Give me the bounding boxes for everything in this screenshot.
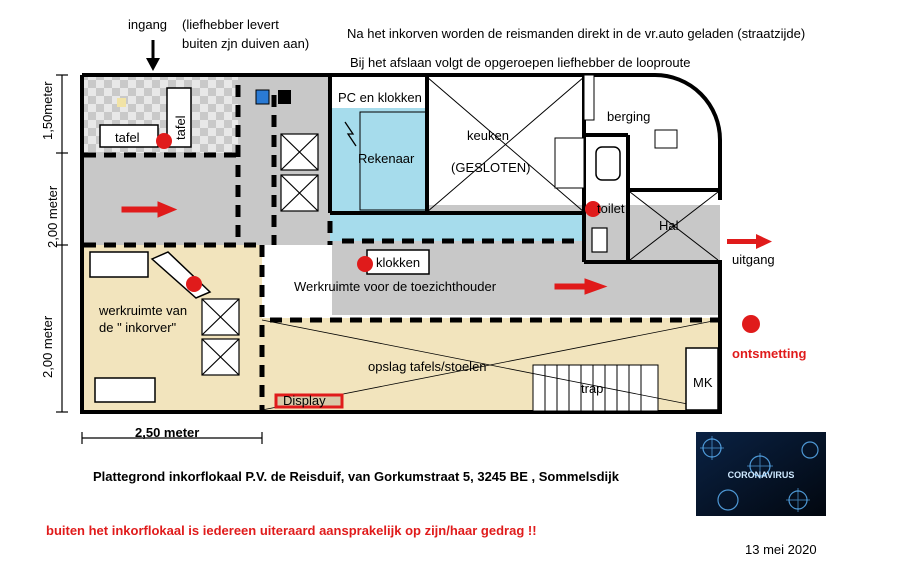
ingang-label: ingang [128, 17, 167, 32]
footer-warning: buiten het inkorflokaal is iedereen uite… [46, 523, 537, 538]
label-keuken: keuken [467, 128, 509, 143]
label-display: Display [283, 393, 326, 408]
marker-tafel [156, 133, 172, 149]
dimension-lines [56, 74, 263, 444]
blue-square [255, 89, 270, 105]
kitchen-door-strip [583, 74, 595, 121]
dimension-label-2: 2,00 meter [45, 185, 60, 248]
rekenaar-desk [359, 111, 427, 211]
marker-workroom [186, 276, 202, 292]
walls [80, 73, 722, 414]
outer-wall [80, 75, 722, 414]
label-mk: MK [693, 375, 713, 390]
route-arrows [121, 201, 608, 295]
label-hal: Hal [659, 218, 679, 233]
dimension-label-1: 1,50meter [40, 81, 55, 140]
keuken-cross [426, 76, 585, 213]
corona-caption: CORONAVIRUS [728, 470, 795, 480]
blue-strip [330, 211, 584, 241]
staircase [532, 364, 659, 412]
hal-cross [629, 191, 719, 261]
marker-ontsmetting [742, 315, 760, 333]
label-rekenaar: Rekenaar [358, 151, 415, 166]
klokken-table [366, 249, 430, 275]
arrow-right-2 [554, 278, 608, 295]
mk-cabinet [685, 347, 719, 411]
dashed-boundaries [84, 85, 718, 410]
dimension-label-4: 2,50 meter [135, 425, 199, 440]
kitchen-unit [554, 137, 585, 189]
label-tafel-2: tafel [173, 115, 188, 140]
uitgang-arrow-icon [727, 234, 772, 249]
table-workroom-2 [94, 377, 156, 403]
footer-date: 13 mei 2020 [745, 542, 817, 557]
blue-room-rekenaar [330, 108, 427, 211]
berging-box [654, 129, 678, 149]
label-pc-klokken: PC en klokken [338, 90, 422, 105]
footer-title: Plattegrond inkorflokaal P.V. de Reisdui… [93, 469, 620, 484]
label-klokken: klokken [376, 255, 420, 270]
label-werkruimte-inkorver-2: de " inkorver" [99, 320, 177, 335]
lightning-icon [344, 121, 357, 147]
label-werkruimte-inkorver-1: werkruimte van [98, 303, 187, 318]
label-werkruimte-toezicht: Werkruimte voor de toezichthouder [294, 279, 497, 294]
top-wall [82, 73, 722, 195]
ingang-arrow-icon [146, 40, 160, 71]
note-line-2: Bij het afslaan volgt de opgeroepen lief… [350, 55, 690, 70]
label-opslag: opslag tafels/stoelen [368, 359, 487, 374]
label-toilet: toilet [597, 201, 625, 216]
ingang-note-line-2: buiten zjn duiven aan) [182, 36, 309, 51]
ingang-note-line-1: (liefhebber levert [182, 17, 279, 32]
table-workroom-1 [89, 251, 149, 278]
coronavirus-image: CORONAVIRUS [696, 432, 826, 516]
arrow-right-1 [121, 201, 178, 218]
label-gesloten: (GESLOTEN) [451, 160, 530, 175]
label-ontsmetting: ontsmetting [732, 346, 806, 361]
toilet-bowl [595, 146, 621, 181]
dimension-label-3: 2,00 meter [40, 315, 55, 378]
toilet-sink [591, 227, 608, 253]
marker-toilet [585, 201, 601, 217]
label-berging: berging [607, 109, 650, 124]
red-markers [156, 133, 760, 333]
black-square [278, 90, 291, 104]
crate-boxes [201, 133, 319, 376]
label-uitgang: uitgang [732, 252, 775, 267]
note-line-1: Na het inkorven worden de reismanden dir… [347, 26, 805, 41]
small-yellow-tile [117, 98, 126, 107]
furniture [89, 74, 719, 412]
label-trap: trap [581, 381, 603, 396]
marker-klokken [357, 256, 373, 272]
display-box [274, 393, 344, 409]
label-tafel-1: tafel [115, 130, 140, 145]
